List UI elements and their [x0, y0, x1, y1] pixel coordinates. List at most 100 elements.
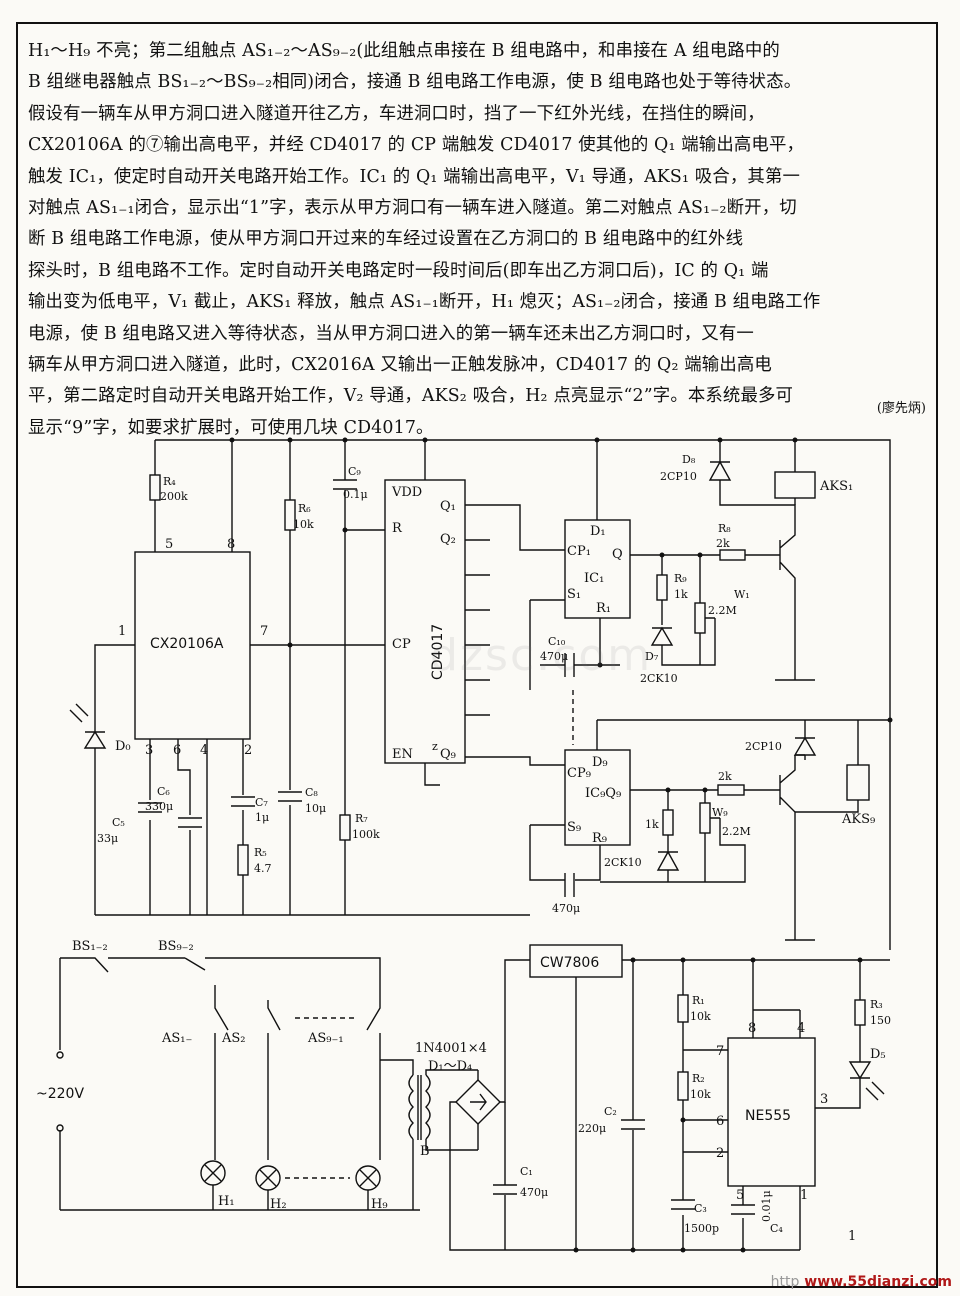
wire [60, 1185, 420, 1211]
ne555-label: NE555 [745, 1108, 791, 1124]
r8-value: 2k [716, 537, 730, 550]
c1-value: 470μ [520, 1186, 548, 1199]
resistor-2k-b [717, 784, 745, 796]
c1-label: C₁ [520, 1165, 533, 1178]
resistor-r8 [719, 549, 746, 561]
bridge-label-2: D₁～D₄ [428, 1059, 472, 1074]
cd-pin-q9: Q₉ [440, 747, 456, 762]
c2-label: C₂ [604, 1105, 617, 1118]
junction [630, 1247, 636, 1253]
junction [659, 552, 665, 558]
h1-label: H₁ [218, 1194, 235, 1209]
junction [594, 437, 600, 443]
lamp-h9 [355, 1165, 381, 1191]
d8-label: D₈ [682, 453, 696, 466]
r6-label: R₆ [298, 502, 311, 515]
ic9-pin-d9: D₉ [592, 755, 608, 770]
cd-pin-en: EN [392, 747, 413, 762]
ic-cd4017-label: CD4017 [430, 624, 446, 680]
junction [287, 437, 293, 443]
r7-value: 100k [352, 828, 380, 841]
junction [857, 957, 863, 963]
text-line: 假设有一辆车从甲方洞口进入隧道开往乙方，车进洞口时，挡了一下红外光线，在挡住的瞬… [28, 103, 765, 124]
junction [697, 552, 703, 558]
transformer-label: B [420, 1144, 430, 1159]
w1-label: W₁ [734, 588, 750, 601]
wire [155, 439, 891, 950]
bridge-rectifier [455, 1079, 501, 1125]
as1-label: AS₁₋ [161, 1031, 192, 1046]
ac-source-label: ~220V [36, 1086, 84, 1102]
c6-value: 330μ [145, 800, 173, 813]
ac-terminal-top [56, 1051, 64, 1059]
junction [342, 527, 348, 533]
text-line: B 组继电器触点 BS₁₋₂～BS₉₋₂相同)闭合，接通 B 组电路工作电源，使… [28, 72, 802, 93]
junction [342, 437, 348, 443]
diode-d8 [708, 460, 732, 481]
c7-value: 1μ [255, 811, 269, 824]
wire [380, 1059, 414, 1210]
ic1-pin-r1: R₁ [596, 601, 611, 616]
ic-cx20106a-label: CX20106A [150, 636, 224, 652]
led-d5 [848, 1061, 872, 1080]
wire [596, 719, 890, 750]
ic9-pin-r9: R₉ [592, 831, 607, 846]
text-line: 平，第二路定时自动开关电路开始工作，V₂ 导通，AKS₂ 吸合，H₂ 点亮显示“… [28, 386, 794, 407]
junction [717, 437, 723, 443]
c8-label: C₈ [305, 786, 318, 799]
r4-label: R₄ [163, 475, 176, 488]
wire [94, 644, 135, 915]
ne-pin-5: 5 [736, 1188, 744, 1203]
c8-value: 10μ [305, 802, 326, 815]
watermark-prefix: http [770, 1274, 800, 1290]
capacitor-c9 [333, 479, 357, 490]
ne-pin-8: 8 [748, 1021, 756, 1036]
resistor-r2 [677, 1071, 689, 1101]
cd-pin-r: R [392, 521, 403, 536]
wire [719, 440, 796, 515]
w9-label: W₉ [712, 806, 728, 819]
ic1-pin-cp1: CP₁ [567, 544, 591, 559]
photodiode-d0 [83, 730, 107, 749]
c9-label: C₉ [348, 465, 361, 478]
resistor-r1 [677, 994, 689, 1023]
c4-label: C₄ [770, 1222, 783, 1235]
bridge-label: 1N4001×4 [415, 1041, 487, 1056]
w9-value: 2.2M [722, 825, 751, 838]
ic1-pin-q: Q [612, 547, 623, 562]
cx-pin-5: 5 [165, 537, 173, 552]
as2-label: AS₂ [221, 1031, 246, 1046]
wire [465, 504, 565, 551]
c4-value: 0.01μ [760, 1190, 773, 1222]
capacitor-c6 [178, 817, 202, 828]
capacitor-c7 [231, 796, 255, 807]
r2-label: R₂ [692, 1072, 705, 1085]
transformer-b [408, 1074, 431, 1140]
wiper [705, 817, 746, 883]
ic9-pin-s9: S₉ [567, 820, 581, 835]
wire [815, 960, 861, 1109]
wire [424, 763, 440, 786]
wire [425, 1069, 478, 1151]
junction [750, 957, 756, 963]
resistor-r9 [656, 574, 668, 601]
ic9-pin-q9: IC₉Q₉ [585, 786, 621, 801]
r3-label: R₃ [870, 998, 883, 1011]
resistor-r6 [284, 499, 296, 531]
cx-pin-6: 6 [173, 743, 181, 758]
text-line: 输出变为低电平，V₁ 截止，AKS₁ 释放，触点 AS₁₋₁断开，H₁ 熄灭；A… [28, 292, 821, 313]
r9-label: R₉ [674, 572, 687, 585]
wire [177, 739, 191, 915]
d0-label: D₀ [115, 739, 131, 754]
text-line: 对触点 AS₁₋₁闭合，显示出“1”字，表示从甲方洞口有一辆车进入隧道。第二对触… [28, 197, 797, 218]
text-line: 触发 IC₁，使定时自动开关电路开始工作。IC₁ 的 Q₁ 端输出高电平，V₁ … [28, 166, 801, 187]
d7-value: 2CK10 [640, 672, 678, 685]
h9-label: H₉ [371, 1197, 388, 1212]
capacitor-c4 [731, 1204, 755, 1215]
cd-pin-vdd: VDD [391, 485, 422, 500]
aks9-label: AKS₉ [841, 812, 875, 827]
junction [422, 437, 428, 443]
d7-label: D₇ [645, 650, 659, 663]
r8-label: R₈ [718, 522, 731, 535]
